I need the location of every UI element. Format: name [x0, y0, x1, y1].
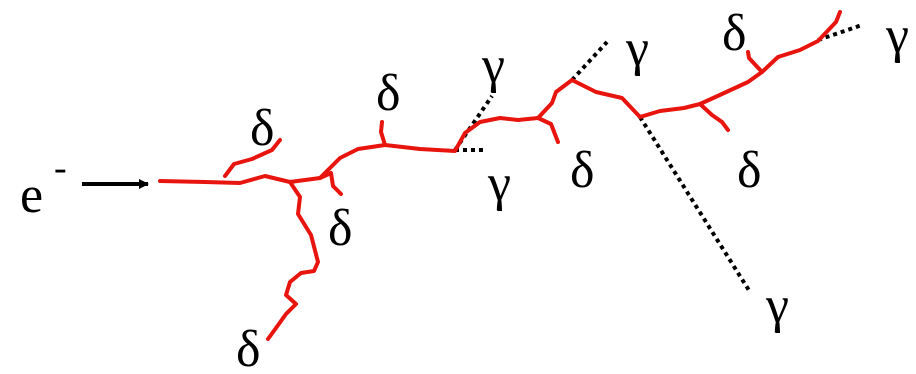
photon-line-3 — [570, 40, 609, 82]
delta-label-3: δ — [328, 200, 353, 257]
gamma-label-3: γ — [625, 20, 649, 77]
gamma-label-2: γ — [487, 155, 511, 212]
photon-lines — [453, 23, 863, 294]
delta-branch-4 — [379, 120, 387, 147]
delta-label-5: δ — [570, 142, 595, 199]
electron-tracks — [158, 10, 842, 341]
gamma-label-4: γ — [885, 7, 909, 64]
delta-branch-7 — [746, 50, 764, 74]
delta-label-2: δ — [376, 65, 401, 122]
delta-branch-2 — [266, 180, 320, 341]
electron-charge-label: - — [54, 147, 67, 189]
delta-branch-1 — [223, 138, 282, 178]
gamma-label-5: γ — [765, 277, 789, 334]
gamma-label-1: γ — [481, 37, 505, 94]
photon-line-4 — [638, 115, 752, 294]
delta-branch-5 — [536, 116, 560, 144]
delta-label-1: δ — [250, 100, 275, 157]
electron-label: e — [20, 167, 43, 224]
delta-label-4: δ — [236, 321, 261, 374]
delta-branch-6 — [698, 102, 730, 132]
delta-branch-3 — [318, 171, 343, 196]
delta-label-7: δ — [737, 142, 762, 199]
primary-track — [158, 10, 842, 185]
delta-label-6: δ — [722, 5, 747, 62]
